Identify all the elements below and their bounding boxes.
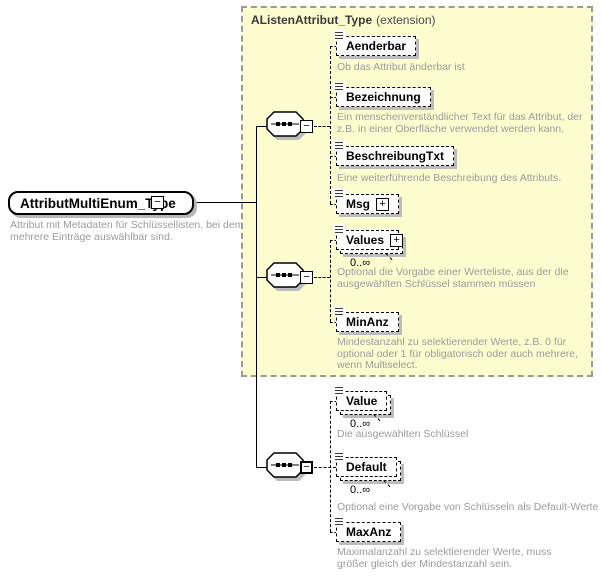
collapse-toggle[interactable]: − — [151, 196, 164, 209]
sequence-compositor-icon[interactable] — [266, 111, 310, 145]
minus-icon: − — [303, 461, 310, 473]
element-icon — [333, 140, 345, 150]
element-node-minanz[interactable]: MinAnz — [333, 306, 399, 332]
extension-tag: (extension) — [376, 13, 436, 27]
element-label: Bezeichnung — [346, 90, 421, 104]
multiplicity-label: 0..∞ — [350, 418, 371, 430]
root-annotation: Attribut mit Metadaten für Schlüssellist… — [10, 219, 244, 243]
element-label: Aenderbar — [346, 39, 407, 53]
annotation-default: Optional eine Vorgabe von Schlüsseln als… — [337, 501, 599, 513]
minus-icon: − — [303, 271, 310, 283]
connector-dashed — [330, 46, 331, 204]
element-node-aenderbar[interactable]: Aenderbar — [333, 30, 417, 56]
plus-icon: + — [379, 197, 386, 210]
element-icon — [333, 30, 345, 40]
element-node-value[interactable]: Value 0..∞ — [333, 385, 392, 430]
collapse-toggle[interactable]: − — [300, 120, 313, 133]
minus-icon: − — [154, 196, 161, 208]
connector — [256, 126, 267, 127]
collapse-toggle[interactable]: − — [300, 271, 313, 284]
connector — [256, 126, 257, 467]
element-label: Default — [346, 460, 387, 474]
connector-dashed — [330, 401, 331, 532]
collapse-toggle[interactable]: − — [300, 461, 313, 474]
connector — [256, 467, 267, 468]
annotation-aenderbar: Ob das Attribut änderbar ist — [337, 61, 465, 73]
plus-icon: + — [393, 233, 400, 246]
annotation-values: Optional die Vorgabe einer Werteliste, a… — [337, 266, 569, 290]
minus-icon: − — [303, 120, 310, 132]
element-node-default[interactable]: Default 0..∞ — [333, 451, 401, 496]
element-label: MaxAnz — [346, 525, 392, 539]
connector-dashed — [330, 204, 337, 205]
annotation-minanz: Mindestanzahl zu selektierender Werte, z… — [337, 336, 579, 371]
multiplicity-label: 0..∞ — [350, 484, 371, 496]
connector-dashed — [330, 532, 337, 533]
multiplicity-tail — [373, 414, 381, 422]
element-node-maxanz[interactable]: MaxAnz — [333, 516, 402, 542]
annotation-maxanz: Maximalanzahl zu selektierender Werte, m… — [337, 546, 552, 570]
element-node-beschreibungtxt[interactable]: BeschreibungTxt — [333, 140, 455, 166]
connector-dashed — [330, 156, 337, 157]
extension-title: AListenAttribut_Type — [251, 13, 373, 27]
element-node-values[interactable]: Values + 0..∞ — [333, 224, 404, 269]
element-label: Msg — [346, 197, 370, 211]
extension-block — [241, 6, 593, 377]
element-icon — [333, 451, 345, 461]
expand-toggle[interactable]: + — [376, 197, 389, 211]
element-icon — [333, 81, 345, 91]
expand-toggle[interactable]: + — [390, 233, 404, 247]
sequence-compositor-icon[interactable] — [266, 262, 310, 296]
connector-dashed — [330, 97, 337, 98]
annotation-value: Die ausgewählten Schlüssel — [337, 428, 469, 440]
element-icon — [333, 516, 345, 526]
element-node-bezeichnung[interactable]: Bezeichnung — [333, 81, 431, 107]
connector — [164, 202, 257, 203]
element-label: BeschreibungTxt — [346, 149, 445, 163]
element-icon — [333, 188, 345, 198]
sequence-compositor-icon[interactable] — [266, 452, 310, 486]
element-icon — [333, 224, 345, 234]
element-node-msg[interactable]: Msg + — [333, 188, 399, 214]
annotation-bezeichnung: Ein menschenverständlicher Text für das … — [337, 111, 583, 135]
root-element-node[interactable]: AttributMultiEnum_Type — [8, 191, 194, 215]
element-icon — [333, 306, 345, 316]
root-element-label: AttributMultiEnum_Type — [20, 195, 176, 211]
connector-dashed — [330, 46, 337, 47]
connector-dashed — [314, 126, 330, 127]
multiplicity-label: 0..∞ — [350, 257, 371, 269]
connector-dashed — [314, 467, 336, 468]
element-label: Values — [346, 233, 385, 247]
element-label: Value — [346, 394, 378, 408]
multiplicity-tail — [382, 480, 391, 488]
element-icon — [333, 385, 345, 395]
annotation-beschreibungtxt: Eine weiterführende Beschreibung des Att… — [337, 172, 562, 184]
connector-dashed — [330, 401, 337, 402]
connector-dashed — [314, 277, 330, 278]
connector — [256, 277, 267, 278]
connector-dashed — [330, 322, 337, 323]
connector-dashed — [330, 240, 337, 241]
element-label: MinAnz — [346, 315, 389, 329]
connector-dashed — [330, 240, 331, 322]
extension-header: AListenAttribut_Type(extension) — [251, 13, 436, 27]
